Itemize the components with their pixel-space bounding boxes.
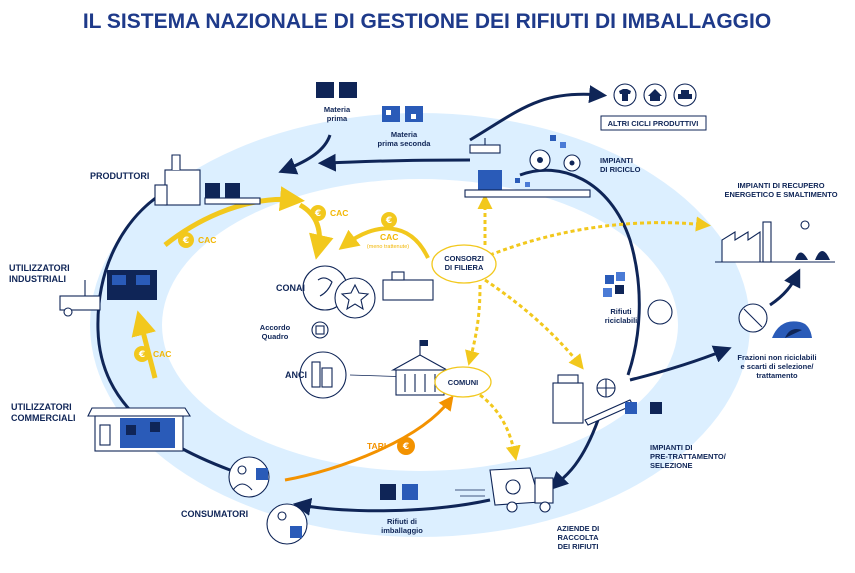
- truck-icon: [455, 467, 554, 513]
- sorting-plant-icon: [552, 374, 662, 426]
- main-cycle: [96, 85, 801, 516]
- incinerator-icon: [715, 220, 835, 263]
- non-recyclable-icon: [738, 303, 812, 338]
- tari-coin: € TARI: [367, 437, 415, 455]
- pallet-icon: [59, 270, 157, 317]
- tari-flow: [284, 395, 454, 482]
- svg-text:€: €: [138, 350, 145, 360]
- shop-icon: [87, 407, 191, 452]
- town-hall-icon: [299, 340, 450, 399]
- svg-text:CAC: CAC: [330, 208, 348, 218]
- svg-text:€: €: [385, 216, 392, 226]
- svg-text:€: €: [402, 442, 409, 452]
- produttori-label: PRODUTTORI: [90, 171, 149, 181]
- conai-icon: [302, 265, 434, 319]
- consumatori-label: CONSUMATORI: [181, 509, 248, 519]
- inner-ring-cutout: [162, 179, 678, 471]
- anci-label: ANCI: [285, 370, 307, 380]
- cac-coin-industrial: € CAC: [134, 346, 171, 362]
- cac-coin-conai: € CAC: [310, 205, 348, 221]
- factory-icon: [154, 154, 261, 206]
- svg-text:CAC: CAC: [198, 235, 216, 245]
- altri-cicli-group: ALTRI CICLI PRODUTTIVI: [600, 83, 707, 131]
- cac-coin-producer: € CAC: [178, 232, 216, 248]
- consorzi-dotted-flows: [465, 194, 711, 461]
- packaging-waste-icon: [380, 484, 418, 500]
- recycling-plant-icon: [464, 135, 591, 198]
- page-title: IL SISTEMA NAZIONALE DI GESTIONE DEI RIF…: [83, 10, 771, 33]
- accordo-quadro-icon: [311, 321, 329, 339]
- svg-text:CAC: CAC: [153, 349, 171, 359]
- secondary-material-icon: [382, 106, 423, 122]
- svg-text:(meno trattenute): (meno trattenute): [367, 244, 409, 250]
- svg-text:€: €: [314, 209, 321, 219]
- raw-material-icon: [316, 82, 357, 98]
- svg-text:CAC: CAC: [380, 232, 398, 242]
- comuni-label: COMUNI: [448, 378, 478, 387]
- recyclable-waste-icon: [603, 272, 673, 325]
- cac-coin-consorzi: € CAC (meno trattenute): [367, 212, 409, 250]
- conai-label: CONAI: [276, 283, 305, 293]
- consumer-icon: [228, 456, 308, 545]
- comuni-node: COMUNI: [434, 366, 492, 398]
- svg-text:€: €: [182, 236, 189, 246]
- altri-cicli-label: ALTRI CICLI PRODUTTIVI: [608, 119, 699, 128]
- svg-text:TARI: TARI: [367, 441, 386, 451]
